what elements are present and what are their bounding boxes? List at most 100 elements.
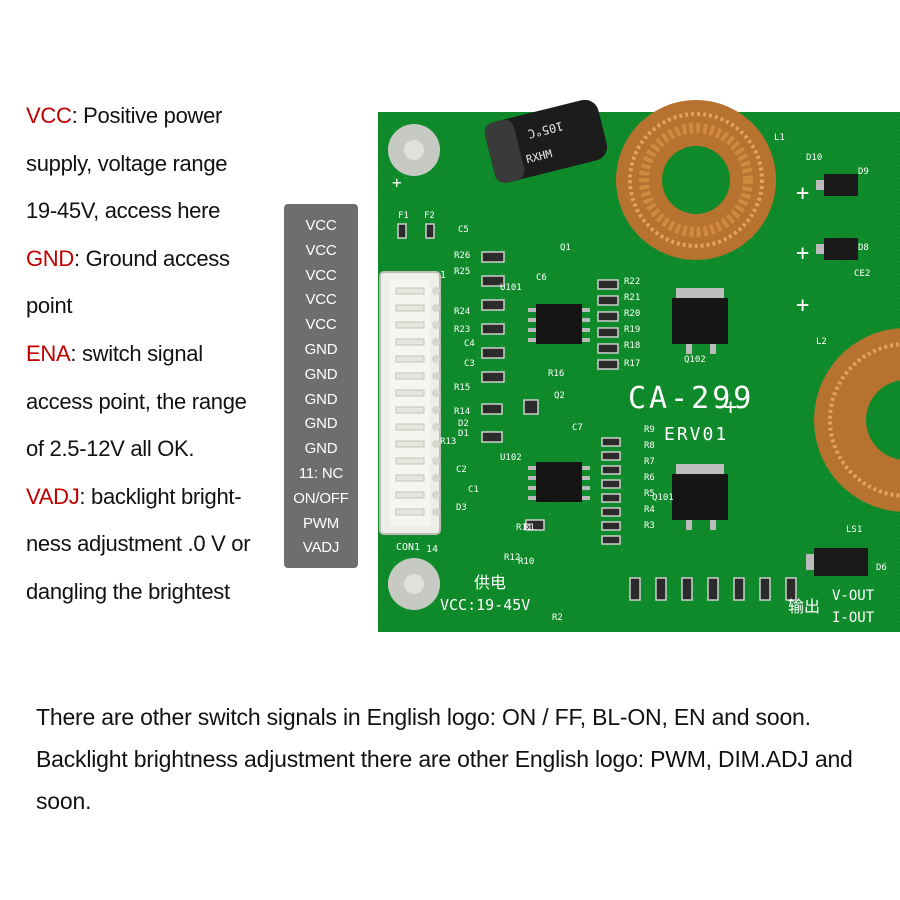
smd-component xyxy=(733,577,745,601)
ref-designator: R15 xyxy=(454,383,470,393)
smd-component xyxy=(601,451,621,461)
smd-component xyxy=(597,359,619,370)
ref-designator: C5 xyxy=(458,225,469,235)
mounting-hole-top xyxy=(388,124,440,176)
solder-pad xyxy=(432,389,440,397)
solder-pad xyxy=(432,457,440,465)
solder-pad xyxy=(432,355,440,363)
solder-pad xyxy=(432,491,440,499)
ref-designator: R21 xyxy=(624,293,640,303)
14-pin-connector xyxy=(379,271,441,535)
pin-label: 11: NC xyxy=(298,464,344,482)
v-out-label: V-OUT xyxy=(832,588,875,604)
note-term-vcc: VCC xyxy=(26,103,72,128)
pin-label: ON/OFF xyxy=(293,489,349,507)
ref-designator: C2 xyxy=(456,465,467,475)
pin-label: GND xyxy=(304,415,338,433)
connector-pin xyxy=(395,389,425,397)
board-model-label: CA-299 xyxy=(628,381,754,416)
ref-designator: Q2 xyxy=(554,391,565,401)
solder-pad xyxy=(432,406,440,414)
note-line: access point, the range xyxy=(26,378,288,426)
note-text: : switch signal xyxy=(70,340,203,366)
pin-description-notes: VCC: Positive power supply, voltage rang… xyxy=(26,92,288,616)
smd-component xyxy=(601,535,621,545)
smd-component xyxy=(681,577,693,601)
ref-designator: R26 xyxy=(454,251,470,261)
connector-pin xyxy=(395,440,425,448)
smd-component xyxy=(425,223,435,239)
ref-designator: D3 xyxy=(456,503,467,513)
smd-component xyxy=(629,577,641,601)
solder-pad xyxy=(432,287,440,295)
solder-pad xyxy=(432,321,440,329)
note-line: VCC: Positive power xyxy=(26,92,288,140)
ref-designator: U101 xyxy=(500,283,522,293)
pin1-marker: 1 xyxy=(440,270,446,281)
connector-pin xyxy=(395,304,425,312)
smd-component xyxy=(601,493,621,503)
smd-component xyxy=(597,295,619,306)
connector-pin xyxy=(395,321,425,329)
smd-component xyxy=(481,371,505,383)
smd-component xyxy=(481,403,503,415)
ref-designator: C1 xyxy=(468,485,479,495)
solder-pad xyxy=(432,372,440,380)
ref-designator: F2 xyxy=(424,211,435,221)
mosfet-q102 xyxy=(672,288,728,354)
diode-d8 xyxy=(816,238,858,260)
mosfet-q101 xyxy=(672,464,728,530)
polarity-plus-mark: + xyxy=(796,181,809,206)
ref-designator: R2 xyxy=(552,613,563,623)
connector-pin xyxy=(395,491,425,499)
pin-label: VADJ xyxy=(302,539,340,557)
smd-component xyxy=(601,479,621,489)
ref-designator: R8 xyxy=(644,441,655,451)
ref-designator: D1 xyxy=(458,429,469,439)
note-term-vadj: VADJ xyxy=(26,483,80,509)
switch-signal-note: There are other switch signals in Englis… xyxy=(36,704,811,730)
ref-designator: Q101 xyxy=(652,493,674,503)
ref-designator: R5 xyxy=(644,489,655,499)
capacitor-brand: RXHM xyxy=(525,147,554,166)
ref-designator: R4 xyxy=(644,505,655,515)
note-text: of 2.5-12V all OK. xyxy=(26,436,195,462)
note-line: supply, voltage range xyxy=(26,140,288,188)
brightness-signal-note: Backlight brightness adjustment there ar… xyxy=(36,746,853,814)
ref-designator: D10 xyxy=(806,153,822,163)
connector-pin xyxy=(395,508,425,516)
solder-pad xyxy=(432,474,440,482)
connector-pinout-legend: VCC VCC VCC VCC VCC GND GND GND GND GND … xyxy=(284,204,358,568)
ref-designator: C7 xyxy=(572,423,583,433)
connector-pin xyxy=(395,355,425,363)
ref-designator: Q1 xyxy=(560,243,571,253)
note-text: supply, voltage range xyxy=(26,150,228,176)
smd-component xyxy=(597,343,619,354)
ref-designator: C4 xyxy=(464,339,475,349)
smd-component xyxy=(601,437,621,447)
ref-designator: R16 xyxy=(548,369,564,379)
smd-component xyxy=(785,577,797,601)
note-line: point xyxy=(26,282,288,330)
note-text: ness adjustment .0 V or xyxy=(26,531,251,557)
ref-designator: R10 xyxy=(518,557,534,567)
note-text: : backlight bright- xyxy=(79,483,242,509)
pin-label: PWM xyxy=(302,514,340,532)
ref-designator: L2 xyxy=(816,337,827,347)
toroidal-inductor-l2 xyxy=(814,328,900,512)
pin-label: GND xyxy=(304,365,338,383)
supply-voltage-label: VCC:19-45V xyxy=(440,596,530,614)
solder-pad xyxy=(432,304,440,312)
smd-component xyxy=(481,323,505,335)
electrolytic-capacitor: 105°C RXHM xyxy=(484,99,608,183)
note-term-gnd: GND xyxy=(26,245,74,271)
smd-component xyxy=(601,521,621,531)
ref-designator: L1 xyxy=(774,133,785,143)
ref-designator: C6 xyxy=(536,273,547,283)
ref-designator: R9 xyxy=(644,425,655,435)
note-text: 19-45V, access here xyxy=(26,198,221,224)
smd-component xyxy=(597,327,619,338)
toroidal-inductor-l1 xyxy=(616,100,776,260)
diode-d6 xyxy=(806,548,868,576)
ref-designator: D8 xyxy=(858,243,869,253)
